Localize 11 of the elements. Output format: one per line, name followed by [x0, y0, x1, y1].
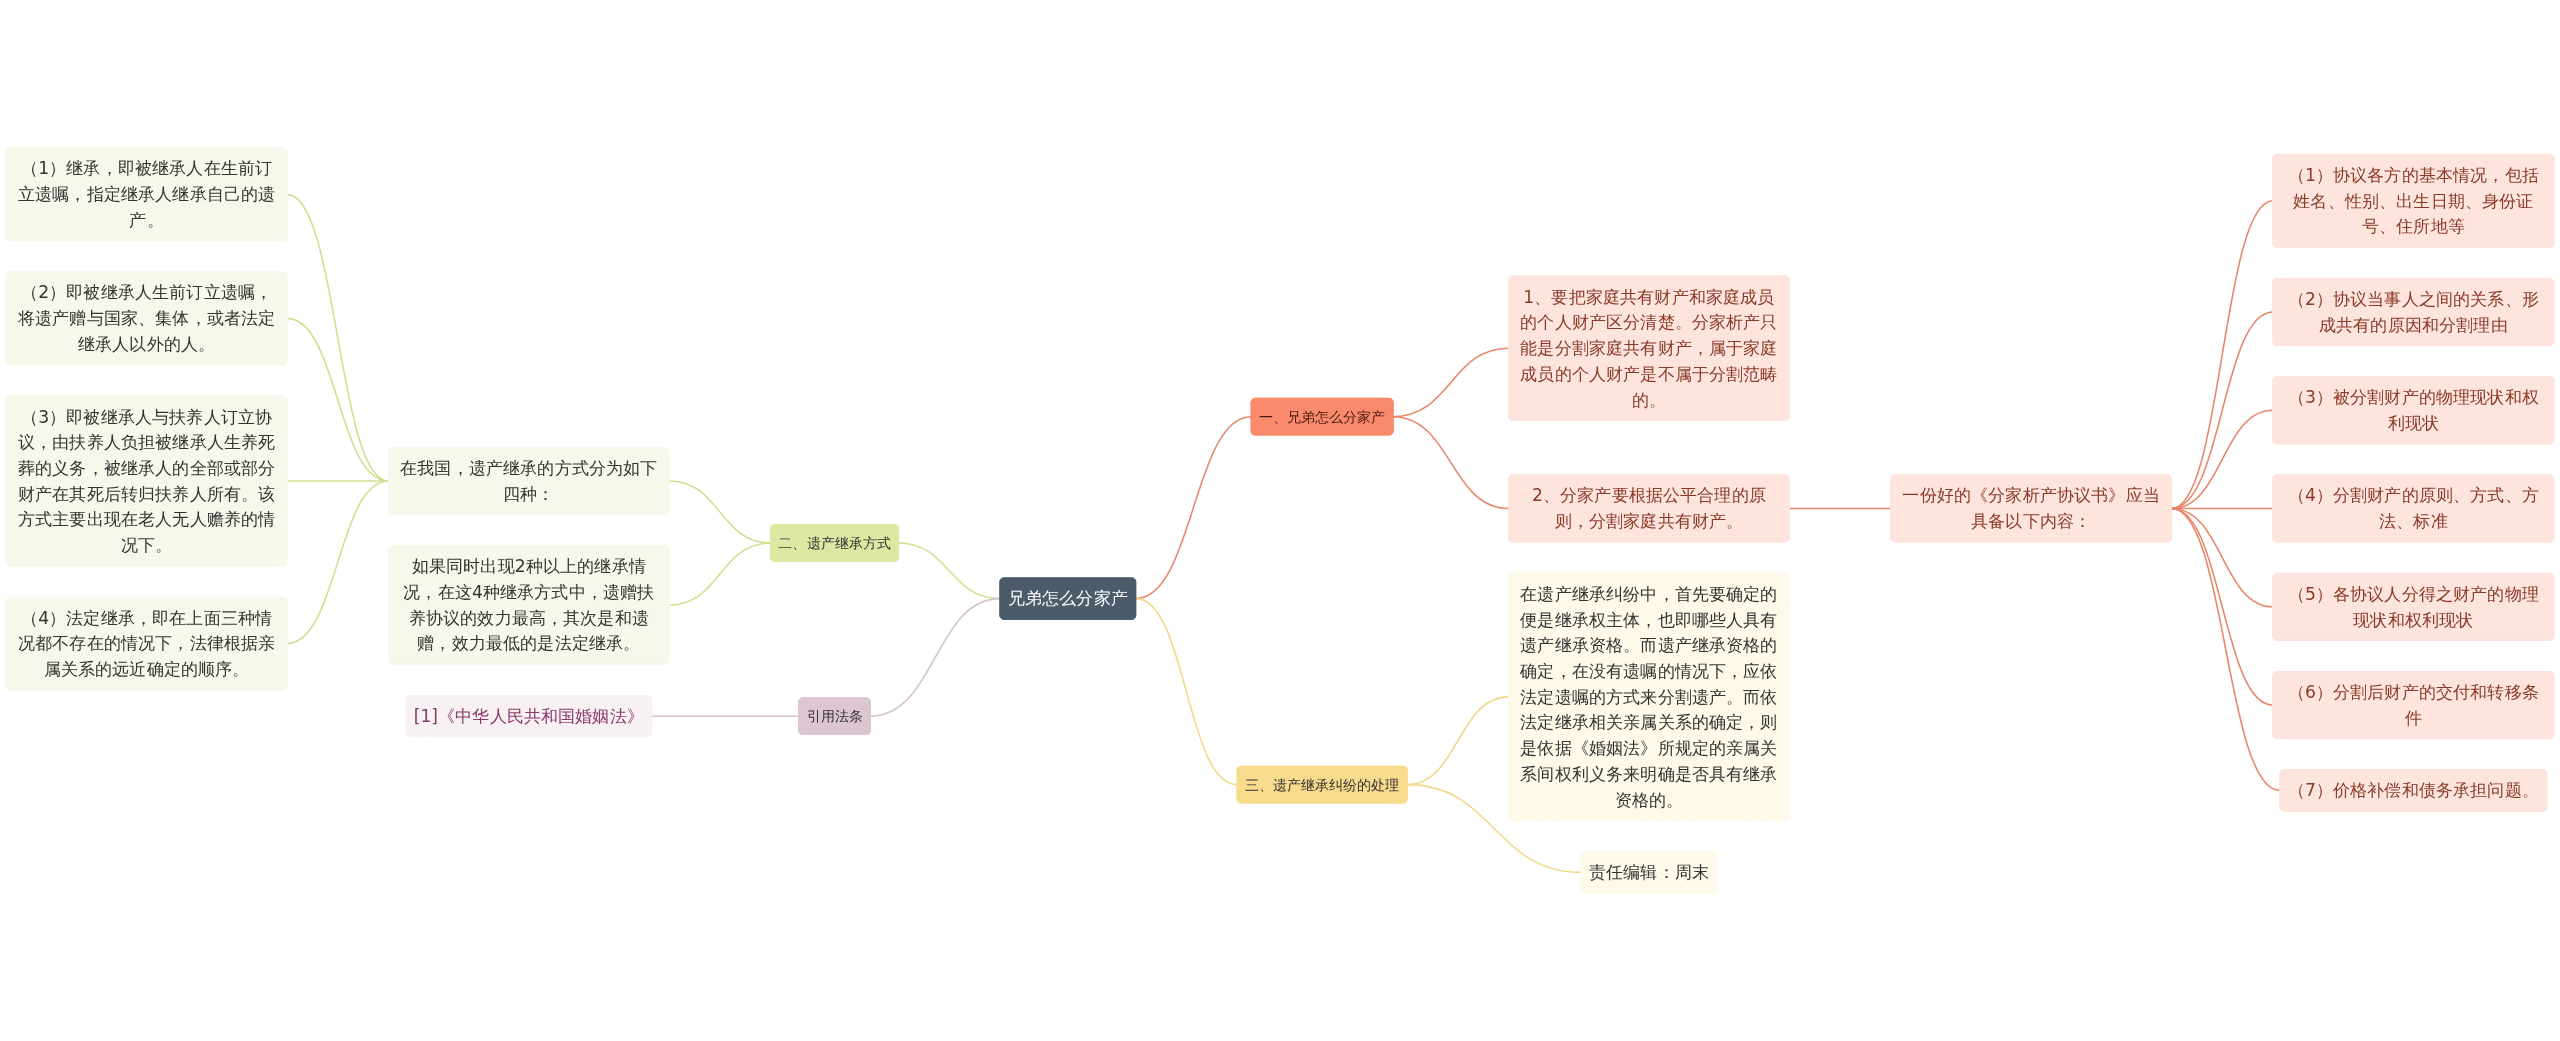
- connector: [651, 715, 800, 717]
- connector: [1134, 597, 1238, 786]
- connector: [2170, 507, 2281, 792]
- connector: [668, 542, 772, 606]
- connector: [869, 597, 1001, 717]
- connector: [2170, 200, 2274, 510]
- connector: [1406, 783, 1582, 874]
- connector: [1392, 415, 1510, 510]
- connector: [1788, 507, 1892, 510]
- connector: [286, 480, 390, 645]
- connector: [2170, 311, 2274, 510]
